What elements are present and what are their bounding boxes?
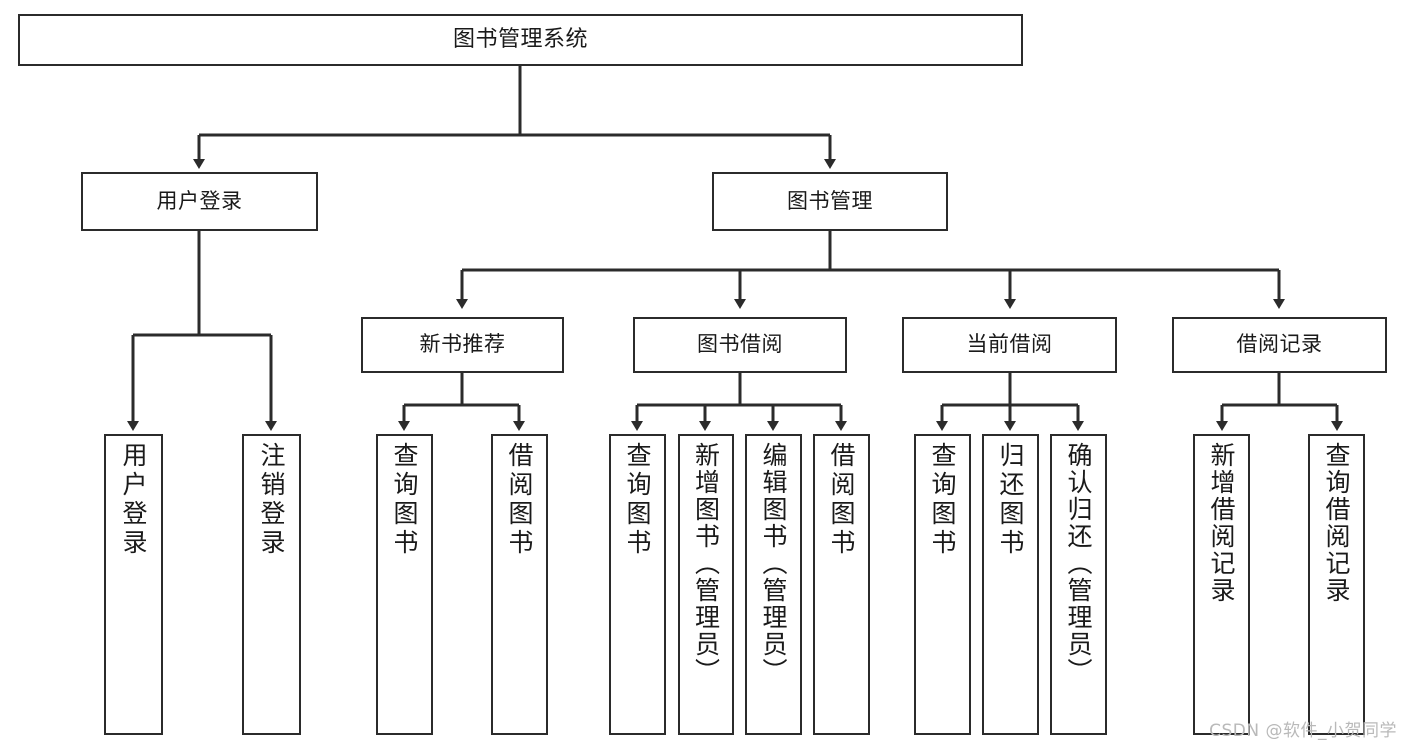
node-leaf-user-login[interactable]: 用户登录 bbox=[104, 434, 163, 735]
node-leaf-add-record-label: 新增借阅记录 bbox=[1207, 442, 1236, 604]
node-leaf-confirm-return[interactable]: 确认归还（管理员） bbox=[1050, 434, 1107, 735]
node-user-login-label: 用户登录 bbox=[156, 188, 243, 213]
node-book-borrow-label: 图书借阅 bbox=[697, 332, 783, 357]
node-book-borrow[interactable]: 图书借阅 bbox=[633, 317, 847, 373]
node-book-manage-label: 图书管理 bbox=[787, 188, 873, 213]
node-leaf-query-book-1-label: 查询图书 bbox=[390, 442, 419, 558]
node-borrow-record[interactable]: 借阅记录 bbox=[1172, 317, 1387, 373]
node-leaf-user-login-label: 用户登录 bbox=[119, 442, 148, 558]
node-root[interactable]: 图书管理系统 bbox=[18, 14, 1023, 66]
node-leaf-edit-book[interactable]: 编辑图书（管理员） bbox=[745, 434, 802, 735]
node-new-book-rec-label: 新书推荐 bbox=[419, 332, 506, 357]
node-leaf-user-logout[interactable]: 注销登录 bbox=[242, 434, 301, 735]
csdn-watermark: CSDN @软件_小贺同学 bbox=[1209, 721, 1397, 741]
node-leaf-query-record-label: 查询借阅记录 bbox=[1322, 442, 1351, 604]
node-root-label: 图书管理系统 bbox=[452, 26, 588, 52]
node-leaf-return-book-label: 归还图书 bbox=[996, 442, 1025, 558]
node-leaf-borrow-book-2[interactable]: 借阅图书 bbox=[813, 434, 870, 735]
node-leaf-query-book-1[interactable]: 查询图书 bbox=[376, 434, 433, 735]
node-book-manage[interactable]: 图书管理 bbox=[712, 172, 948, 231]
node-leaf-query-book-3-label: 查询图书 bbox=[928, 442, 957, 558]
node-new-book-rec[interactable]: 新书推荐 bbox=[361, 317, 564, 373]
node-current-borrow[interactable]: 当前借阅 bbox=[902, 317, 1117, 373]
node-leaf-add-book-label: 新增图书（管理员） bbox=[691, 442, 721, 685]
node-leaf-borrow-book-2-label: 借阅图书 bbox=[827, 442, 856, 558]
node-leaf-query-book-3[interactable]: 查询图书 bbox=[914, 434, 971, 735]
node-borrow-record-label: 借阅记录 bbox=[1236, 332, 1323, 357]
node-leaf-user-logout-label: 注销登录 bbox=[257, 442, 286, 558]
node-leaf-query-record[interactable]: 查询借阅记录 bbox=[1308, 434, 1365, 735]
node-leaf-confirm-return-label: 确认归还（管理员） bbox=[1064, 442, 1093, 685]
node-leaf-add-record[interactable]: 新增借阅记录 bbox=[1193, 434, 1250, 735]
node-leaf-query-book-2-label: 查询图书 bbox=[623, 442, 652, 558]
node-leaf-add-book[interactable]: 新增图书（管理员） bbox=[678, 434, 734, 735]
node-leaf-query-book-2[interactable]: 查询图书 bbox=[609, 434, 666, 735]
node-current-borrow-label: 当前借阅 bbox=[966, 332, 1053, 357]
node-leaf-borrow-book-1[interactable]: 借阅图书 bbox=[491, 434, 548, 735]
node-leaf-borrow-book-1-label: 借阅图书 bbox=[505, 442, 534, 558]
node-leaf-edit-book-label: 编辑图书（管理员） bbox=[759, 442, 788, 685]
node-user-login[interactable]: 用户登录 bbox=[81, 172, 318, 231]
node-leaf-return-book[interactable]: 归还图书 bbox=[982, 434, 1039, 735]
